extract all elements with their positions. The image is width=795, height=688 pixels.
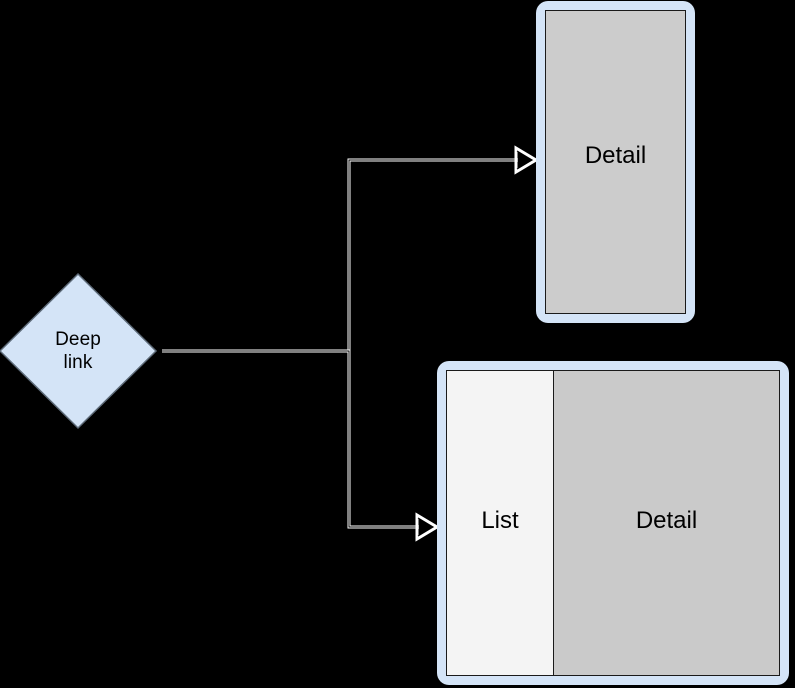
tablet-screen: List Detail (446, 370, 780, 676)
edge-deeplink-to-phone-detail (162, 145, 539, 353)
node-tablet-list-detail[interactable]: List Detail (437, 361, 789, 685)
node-deep-link-label: Deep link (55, 329, 101, 373)
arrowhead-icon (514, 145, 539, 175)
tablet-detail-pane[interactable]: Detail (554, 371, 779, 675)
tablet-detail-pane-label: Detail (635, 507, 698, 534)
edge-deeplink-to-tablet (162, 349, 440, 542)
node-phone-detail[interactable]: Detail (536, 1, 695, 323)
arrowhead-icon (415, 512, 440, 542)
phone-detail-pane-label: Detail (584, 142, 647, 169)
diamond-shape (0, 272, 158, 430)
node-deep-link[interactable]: Deep link (0, 272, 158, 430)
phone-detail-screen: Detail (545, 10, 686, 314)
tablet-list-pane-label: List (481, 507, 519, 534)
tablet-list-pane[interactable]: List (447, 371, 554, 675)
